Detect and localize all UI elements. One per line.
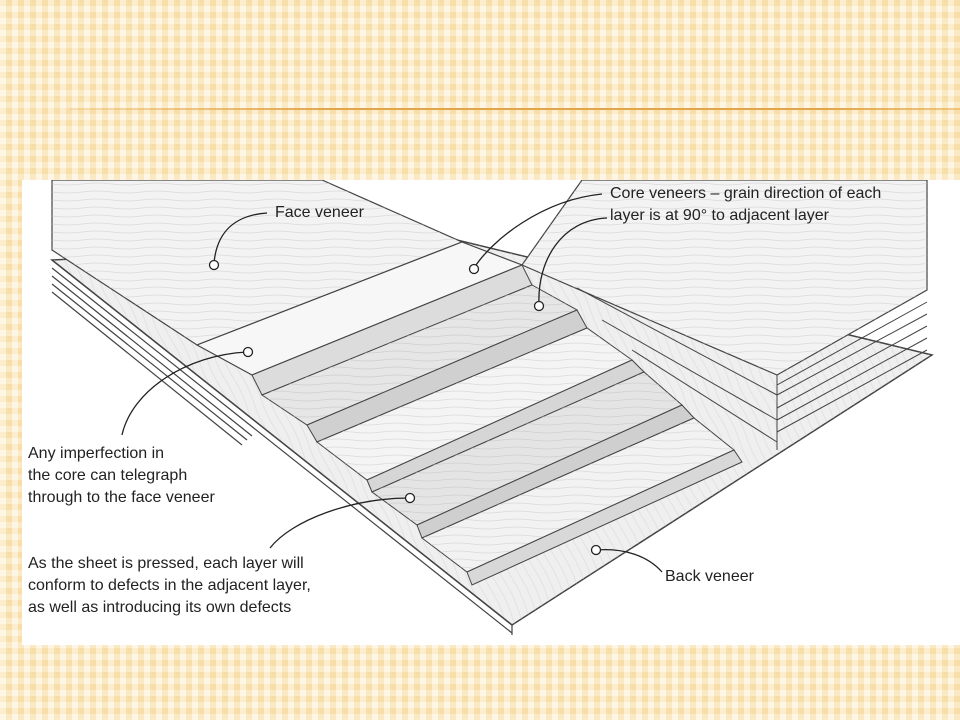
layer-edges-right [576, 287, 928, 450]
label-pressed-line1: As the sheet is pressed, each layer will [28, 555, 304, 572]
label-core-veneers-line1: Core veneers – grain direction of each [610, 185, 882, 202]
label-face-veneer: Face veneer [275, 204, 364, 221]
slide-title-rule [70, 108, 960, 110]
label-imperfection-line3: through to the face veneer [28, 489, 215, 506]
label-core-veneers: Core veneers – grain direction of each l… [610, 183, 881, 227]
label-imperfection-line1: Any imperfection in [28, 445, 165, 462]
label-pressed-line3: as well as introducing its own defects [28, 599, 292, 616]
label-pressed-line2: conform to defects in the adjacent layer… [28, 577, 311, 594]
label-imperfection-line2: the core can telegraph [28, 467, 188, 484]
label-back-veneer: Back veneer [665, 568, 754, 585]
layer-edges-left [51, 259, 513, 635]
label-core-veneers-line2: layer is at 90° to adjacent layer [610, 207, 829, 224]
label-pressed: As the sheet is pressed, each layer will… [28, 553, 311, 619]
callout-dots [208, 259, 602, 556]
callout-leaders [121, 193, 663, 573]
label-imperfection: Any imperfection in the core can telegra… [28, 443, 215, 509]
plywood-diagram-panel: Face veneer Core veneers – grain directi… [22, 180, 960, 645]
plywood-layers-illustration [49, 180, 934, 635]
core-veneer-strips [195, 241, 743, 586]
